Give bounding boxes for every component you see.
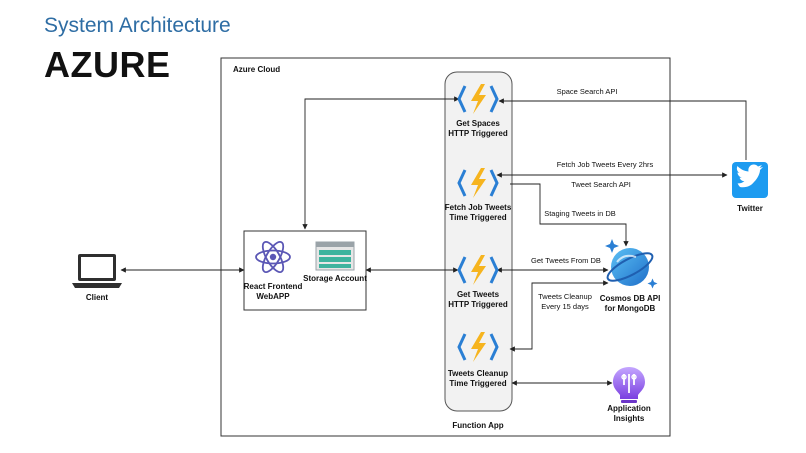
function-app-container xyxy=(444,71,513,412)
edge-label-get-tweets-db: Get Tweets From DB xyxy=(531,256,601,265)
edge-label-fetch-job: Fetch Job Tweets Every 2hrs xyxy=(557,160,654,169)
react-label-2: WebAPP xyxy=(256,292,290,301)
application-insights-icon xyxy=(613,367,645,403)
function-label-get-spaces-2: HTTP Triggered xyxy=(448,129,508,138)
edge-label-cleanup-2: Every 15 days xyxy=(541,302,589,311)
twitter-icon xyxy=(732,162,768,198)
edge-cleanup-cosmos xyxy=(509,280,609,352)
storage-account-icon xyxy=(315,241,355,271)
edge-label-staging: Staging Tweets in DB xyxy=(544,209,616,218)
function-icon-fetch-job xyxy=(457,168,499,198)
cosmos-label-2: for MongoDB xyxy=(605,304,656,313)
react-icon xyxy=(255,241,291,273)
function-app-label: Function App xyxy=(452,421,503,430)
twitter-label: Twitter xyxy=(737,204,763,213)
function-label-fetch-job-2: Time Triggered xyxy=(449,213,506,222)
function-icon-get-tweets xyxy=(457,255,499,285)
edge-label-cleanup-1: Tweets Cleanup xyxy=(538,292,592,301)
edge-label-tweet-search: Tweet Search API xyxy=(571,180,631,189)
edge-spaces-twitter xyxy=(498,98,747,160)
client-label: Client xyxy=(86,293,109,302)
laptop-icon xyxy=(72,254,122,288)
function-label-get-tweets-1: Get Tweets xyxy=(457,290,500,299)
cosmos-label-1: Cosmos DB API xyxy=(600,294,661,303)
edge-label-space-search: Space Search API xyxy=(557,87,618,96)
function-label-cleanup-2: Time Triggered xyxy=(449,379,506,388)
insights-label-1: Application xyxy=(607,404,651,413)
edge-spaces-react xyxy=(302,96,460,230)
react-label-1: React Frontend xyxy=(244,282,303,291)
storage-account-label: Storage Account xyxy=(303,274,367,283)
function-label-get-tweets-2: HTTP Triggered xyxy=(448,300,508,309)
function-label-fetch-job-1: Fetch Job Tweets xyxy=(445,203,512,212)
function-icon-get-spaces xyxy=(457,84,499,114)
function-icon-tweets-cleanup xyxy=(457,332,499,362)
function-label-get-spaces-1: Get Spaces xyxy=(456,119,500,128)
edge-fetch-cosmos xyxy=(510,183,629,247)
insights-label-2: Insights xyxy=(614,414,645,423)
azure-cloud-boundary xyxy=(220,57,671,437)
cosmos-db-icon xyxy=(605,239,658,289)
page-subtitle: System Architecture xyxy=(44,14,231,37)
page-title: AZURE xyxy=(44,44,171,85)
function-label-cleanup-1: Tweets Cleanup xyxy=(448,369,508,378)
azure-cloud-label: Azure Cloud xyxy=(233,65,280,74)
